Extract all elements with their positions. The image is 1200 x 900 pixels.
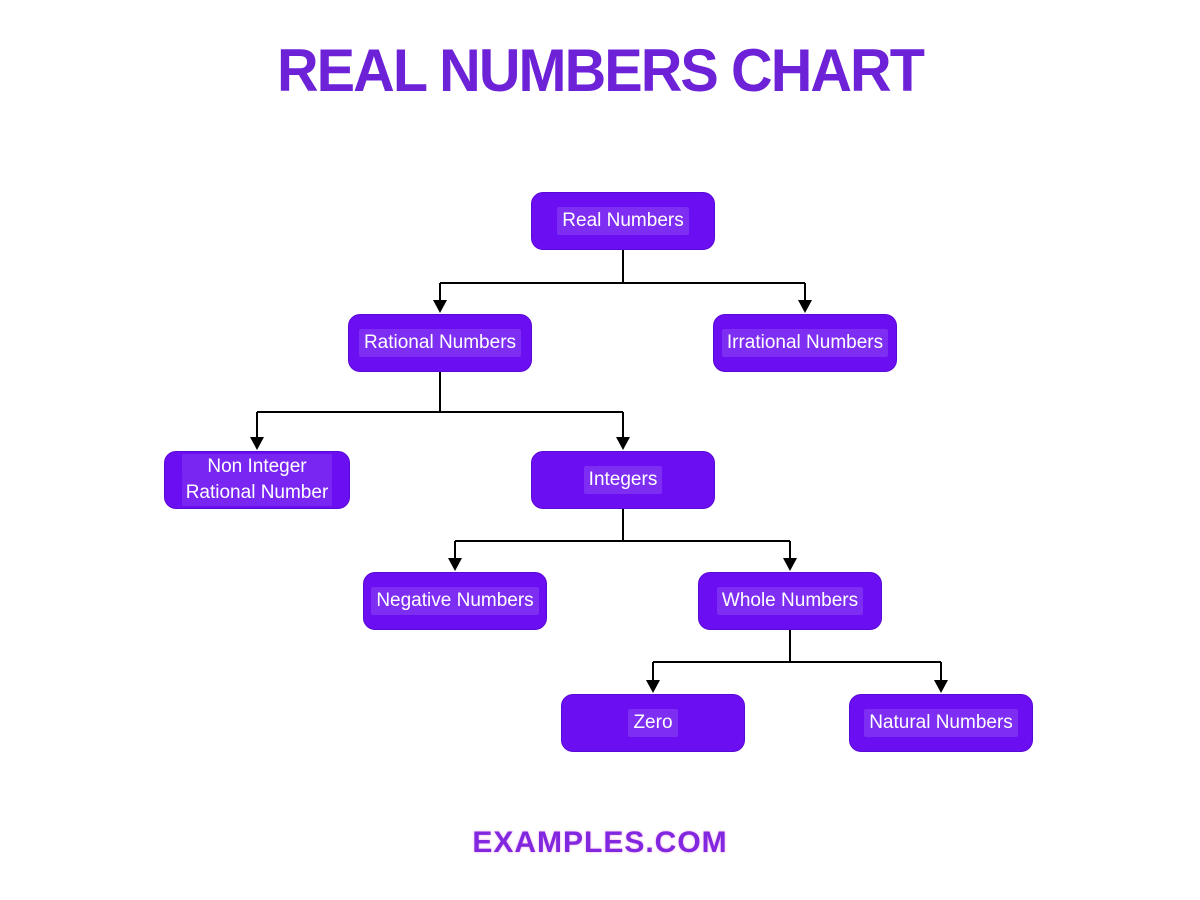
connector-real-children: [439, 250, 806, 301]
arrowhead-irrational: [798, 300, 812, 313]
node-whole-numbers-label: Whole Numbers: [716, 587, 864, 615]
node-natural-numbers: Natural Numbers: [849, 694, 1033, 752]
node-zero-label: Zero: [628, 709, 678, 737]
node-non-integer-rational-number-label: Non Integer Rational Number: [181, 454, 333, 506]
connector-whole-children: [652, 630, 942, 681]
node-real-numbers: Real Numbers: [531, 192, 715, 250]
arrowhead-zero: [646, 680, 660, 693]
arrowhead-rational: [433, 300, 447, 313]
node-integers-label: Integers: [583, 466, 663, 494]
connector-rational-children: [256, 372, 624, 438]
node-integers: Integers: [531, 451, 715, 509]
arrowhead-negative: [448, 558, 462, 571]
connector-elbows: [256, 250, 942, 681]
node-non-integer-rational-number: Non Integer Rational Number: [164, 451, 350, 509]
arrowhead-nonint: [250, 437, 264, 450]
connector-integers-children: [454, 509, 791, 559]
node-rational-numbers: Rational Numbers: [348, 314, 532, 372]
arrowhead-natural: [934, 680, 948, 693]
node-irrational-numbers-label: Irrational Numbers: [721, 329, 889, 357]
node-non-integer-line-1: Non Integer: [181, 454, 333, 480]
node-zero: Zero: [561, 694, 745, 752]
page-title: REAL NUMBERS CHART: [277, 37, 925, 104]
node-whole-numbers: Whole Numbers: [698, 572, 882, 630]
arrowhead-integers: [616, 437, 630, 450]
node-rational-numbers-label: Rational Numbers: [358, 329, 522, 357]
node-negative-numbers-label: Negative Numbers: [371, 587, 539, 615]
arrowheads: [250, 300, 948, 693]
node-irrational-numbers: Irrational Numbers: [713, 314, 897, 372]
node-non-integer-line-2: Rational Number: [181, 480, 333, 506]
node-real-numbers-label: Real Numbers: [557, 207, 689, 235]
arrowhead-whole: [783, 558, 797, 571]
node-natural-numbers-label: Natural Numbers: [864, 709, 1018, 737]
node-negative-numbers: Negative Numbers: [363, 572, 547, 630]
brand-footer: EXAMPLES.COM: [472, 826, 728, 859]
